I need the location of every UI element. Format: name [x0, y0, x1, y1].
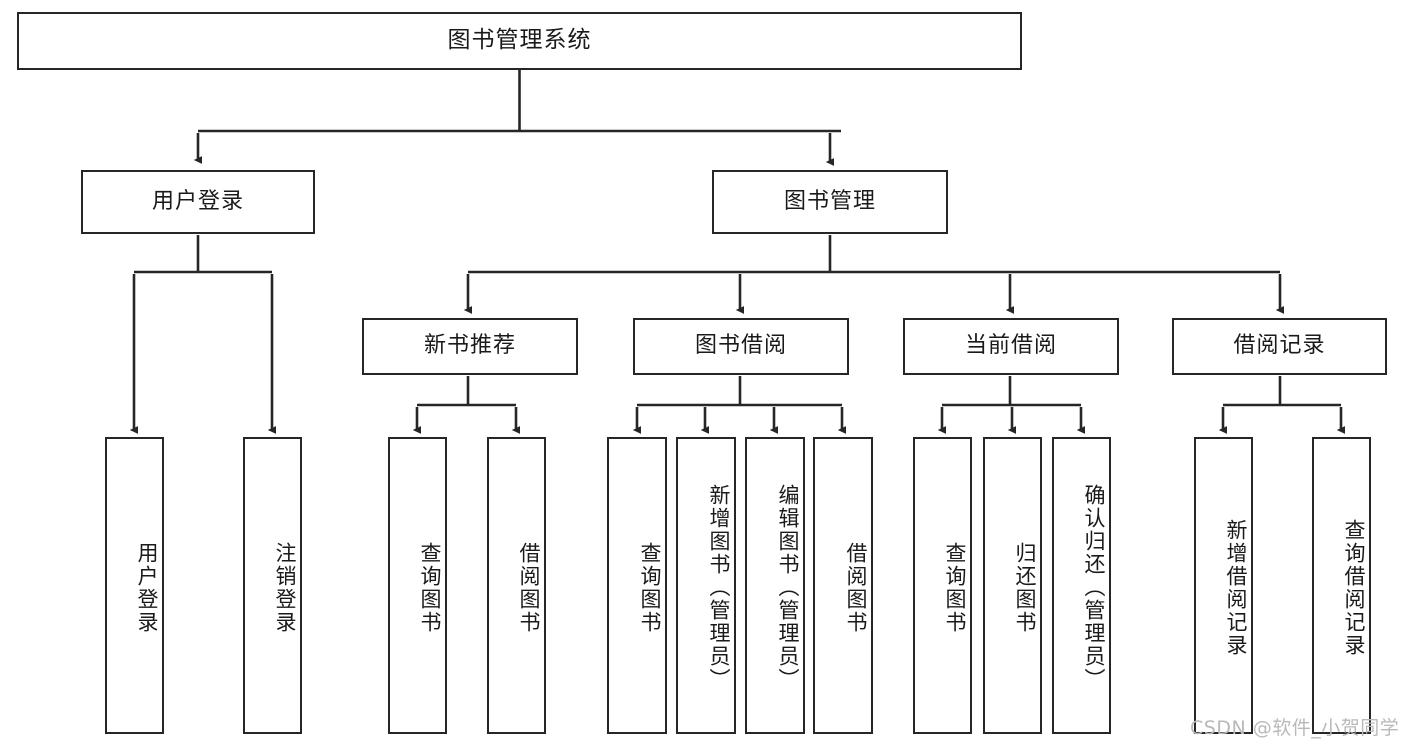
- node-book-borrow-label: 图书借阅: [694, 333, 787, 359]
- node-root-label: 图书管理系统: [447, 27, 592, 54]
- node-book-borrow[interactable]: 图书借阅: [633, 318, 849, 375]
- leaf-book-borrow-2-label: 新增图书（管理员）: [707, 484, 731, 691]
- leaf-book-borrow-1-label: 查询图书: [638, 541, 662, 634]
- leaf-user-login-2-label: 注销登录: [273, 541, 297, 634]
- leaf-new-book-rec-2[interactable]: 借阅图书: [487, 437, 546, 734]
- leaf-book-borrow-4-label: 借阅图书: [844, 541, 868, 634]
- leaf-borrow-record-2-label: 查询借阅记录: [1342, 518, 1366, 657]
- node-new-book-rec-label: 新书推荐: [423, 333, 516, 359]
- watermark-text: CSDN @软件_小贺同学: [1190, 717, 1400, 739]
- leaf-current-borrow-1-label: 查询图书: [943, 541, 967, 634]
- leaf-user-login-2[interactable]: 注销登录: [243, 437, 302, 734]
- node-book-manage[interactable]: 图书管理: [712, 170, 948, 234]
- leaf-borrow-record-2[interactable]: 查询借阅记录: [1312, 437, 1371, 734]
- leaf-new-book-rec-1-label: 查询图书: [418, 541, 442, 634]
- leaf-current-borrow-3[interactable]: 确认归还（管理员）: [1052, 437, 1111, 734]
- leaf-book-borrow-1[interactable]: 查询图书: [607, 437, 667, 734]
- node-current-borrow[interactable]: 当前借阅: [903, 318, 1119, 375]
- node-root[interactable]: 图书管理系统: [17, 12, 1022, 70]
- node-user-login-label: 用户登录: [151, 188, 244, 214]
- node-borrow-record[interactable]: 借阅记录: [1172, 318, 1387, 375]
- node-user-login[interactable]: 用户登录: [81, 170, 315, 234]
- leaf-book-borrow-2[interactable]: 新增图书（管理员）: [676, 437, 736, 734]
- leaf-book-borrow-3-label: 编辑图书（管理员）: [776, 484, 800, 691]
- leaf-current-borrow-3-label: 确认归还（管理员）: [1082, 484, 1106, 691]
- leaf-current-borrow-2[interactable]: 归还图书: [983, 437, 1042, 734]
- leaf-borrow-record-1[interactable]: 新增借阅记录: [1194, 437, 1253, 734]
- leaf-book-borrow-4[interactable]: 借阅图书: [813, 437, 873, 734]
- node-current-borrow-label: 当前借阅: [964, 333, 1057, 359]
- leaf-user-login-1[interactable]: 用户登录: [105, 437, 164, 734]
- leaf-new-book-rec-2-label: 借阅图书: [517, 541, 541, 634]
- node-book-manage-label: 图书管理: [783, 188, 876, 214]
- leaf-current-borrow-2-label: 归还图书: [1013, 541, 1037, 634]
- leaf-user-login-1-label: 用户登录: [135, 541, 159, 634]
- leaf-current-borrow-1[interactable]: 查询图书: [913, 437, 972, 734]
- node-new-book-rec[interactable]: 新书推荐: [362, 318, 578, 375]
- leaf-book-borrow-3[interactable]: 编辑图书（管理员）: [745, 437, 805, 734]
- leaf-borrow-record-1-label: 新增借阅记录: [1224, 518, 1248, 657]
- leaf-new-book-rec-1[interactable]: 查询图书: [388, 437, 447, 734]
- node-borrow-record-label: 借阅记录: [1233, 333, 1326, 359]
